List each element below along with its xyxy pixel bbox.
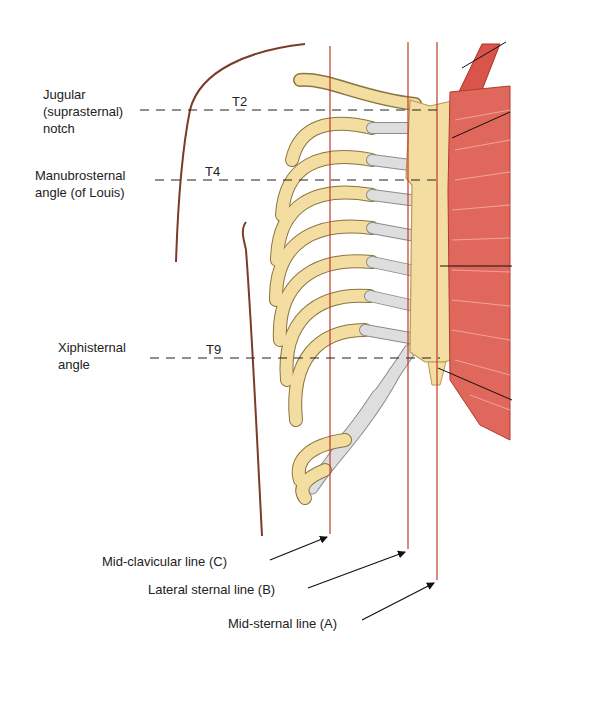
costal-cartilage <box>365 128 410 338</box>
vertebral-level: T4 <box>205 163 220 180</box>
pectoralis-major <box>448 86 510 440</box>
muscle-fibres <box>452 110 510 410</box>
pointer-arrow <box>270 537 434 620</box>
vertebral-level: T9 <box>206 341 221 358</box>
line-label: Mid-clavicular line (C) <box>102 553 227 570</box>
costal-cartilage <box>365 128 410 338</box>
reference-line <box>330 42 437 580</box>
line-label: Mid-sternal line (A) <box>228 615 337 632</box>
landmark-label: Manubrosternal angle (of Louis) <box>35 167 147 201</box>
leader-line <box>438 42 512 400</box>
landmark-label: Jugular (suprasternal) notch <box>43 86 133 137</box>
vertebral-level: T2 <box>232 93 247 110</box>
clavicle <box>300 80 415 104</box>
body-outline <box>243 222 262 536</box>
landmark-label: Xiphisternal angle <box>58 339 140 373</box>
clavicle <box>300 80 415 104</box>
line-label: Lateral sternal line (B) <box>148 581 275 598</box>
level-line <box>140 110 440 358</box>
